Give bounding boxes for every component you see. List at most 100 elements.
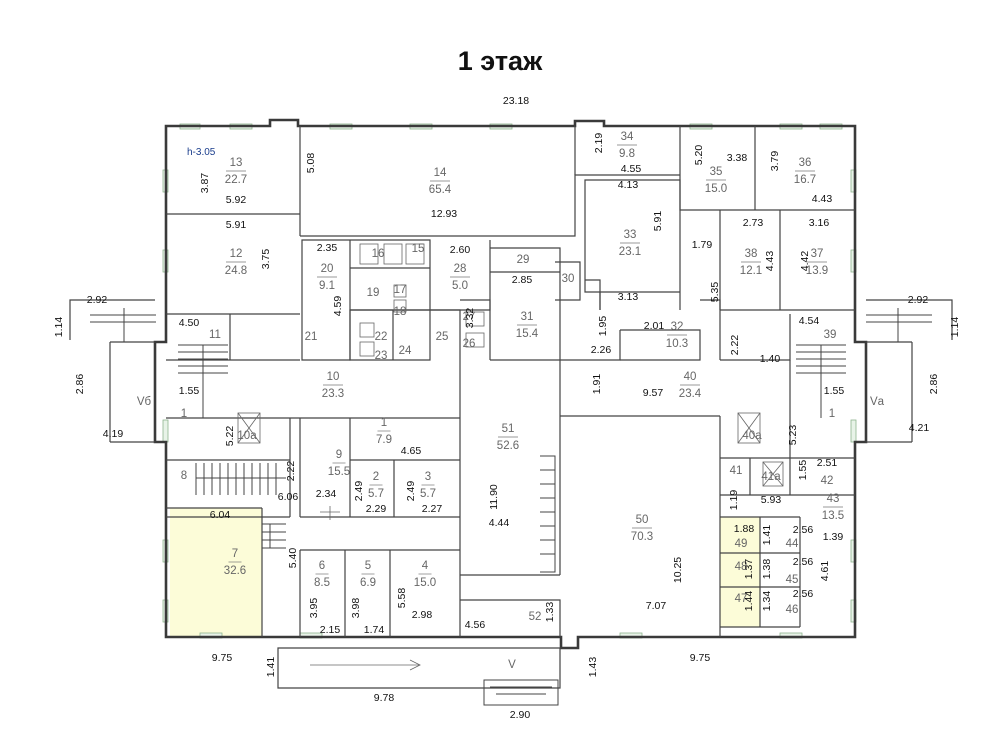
room-40-label: 40 23.4: [679, 371, 702, 400]
room-number: 1: [381, 417, 387, 429]
room-24-label: 24: [399, 345, 412, 357]
dimension-label: 2.51: [817, 457, 838, 469]
room-number: 13: [230, 157, 243, 169]
dimension-label: 12.93: [431, 208, 457, 220]
room-number: 2: [373, 471, 379, 483]
room-31-label: 31 15.4: [516, 311, 539, 340]
room-area: 15.0: [705, 183, 727, 195]
room-28-label: 285.0: [450, 263, 470, 292]
dimension-label: 2.15: [320, 624, 341, 636]
room-number: 48: [735, 561, 748, 573]
dimension-label: 2.56: [793, 556, 814, 568]
partitions: [166, 126, 855, 637]
room-area: 23.4: [679, 388, 702, 400]
dimension-label: 2.73: [743, 217, 764, 229]
dimension-label: 9.75: [690, 652, 711, 664]
room-12-label: 12 24.8: [225, 248, 247, 277]
room-area: 65.4: [429, 184, 452, 196]
room-number: 30: [562, 273, 575, 285]
room-number: 38: [745, 248, 758, 260]
dimension-label: 4.56: [465, 619, 486, 631]
dimension-label: 2.01: [644, 320, 665, 332]
dimension-label: 2.56: [793, 524, 814, 536]
room-3-label: 35.7: [420, 471, 436, 500]
dimension-label: 2.49: [353, 481, 365, 502]
room-38-label: 38 12.1: [740, 248, 762, 277]
dimension-label: 9.78: [374, 692, 395, 704]
room-area: 23.3: [322, 388, 344, 400]
room-39-label: 39: [824, 329, 837, 341]
inner-detail-lines: [237, 243, 784, 671]
dimension-label: 11.90: [488, 484, 500, 510]
room-number: 33: [624, 229, 637, 241]
dimension-label: 1.40: [760, 353, 781, 365]
room-number: 18: [394, 306, 407, 318]
room-number: 11: [209, 329, 221, 341]
dimension-label: 1.55: [824, 385, 845, 397]
room-number: 12: [230, 248, 243, 260]
dimension-label: 2.92: [87, 294, 108, 306]
room-21-label: 21: [305, 331, 318, 343]
dimension-label: 1.41: [265, 657, 277, 678]
room-number: 52: [529, 611, 542, 623]
room-area: 13.5: [822, 510, 844, 522]
dimension-label: 5.22: [224, 426, 236, 447]
room-number: 28: [454, 263, 467, 275]
dimension-label: 5.08: [305, 153, 317, 174]
dimension-label: 2.19: [593, 133, 605, 154]
room-area: 5.7: [368, 488, 384, 500]
room-number: 1: [181, 408, 187, 420]
dimension-label: 1.38: [761, 559, 773, 580]
dimension-label: 1.79: [692, 239, 713, 251]
page-title: 1 этаж: [457, 46, 543, 76]
dimension-label: 3.79: [769, 151, 781, 172]
room-1-label: 1: [181, 408, 187, 420]
dimension-label: 2.92: [908, 294, 929, 306]
room-number: 44: [786, 538, 799, 550]
room-area: 16.7: [794, 174, 816, 186]
dimension-label: 5.35: [709, 282, 721, 303]
room-9-label: 915.5: [328, 449, 350, 478]
room-area: 15.4: [516, 328, 539, 340]
room-area: 12.1: [740, 265, 762, 277]
dimension-label: 3.95: [308, 598, 320, 619]
dimension-label: 2.35: [317, 242, 338, 254]
dimension-label: 2.98: [412, 609, 433, 621]
storage-fill: [720, 517, 760, 627]
room-letter-label: 10а: [237, 430, 257, 442]
room-49-label: 49: [735, 538, 748, 550]
dimension-label: 1.55: [179, 385, 200, 397]
dimension-label: 1.44: [743, 591, 755, 612]
room-number: 31: [521, 311, 534, 323]
room-area: 70.3: [631, 531, 653, 543]
room-number: 8: [181, 470, 187, 482]
dimension-label: 2.86: [928, 374, 940, 395]
room-area: 5.0: [452, 280, 468, 292]
dimension-label: 5.91: [652, 211, 664, 232]
dimension-label: 5.93: [761, 494, 782, 506]
room-area: 52.6: [497, 440, 519, 452]
dimension-label: 1.55: [797, 460, 809, 481]
room-area: 10.3: [666, 338, 688, 350]
room-number: 40: [684, 371, 697, 383]
room-area: 5.7: [420, 488, 436, 500]
room-29-label: 29: [517, 254, 530, 266]
dimension-label: 2.85: [512, 274, 533, 286]
room-number: 9: [336, 449, 342, 461]
room-number: 5: [365, 560, 371, 572]
room-number: 4: [422, 560, 429, 572]
room-number: 29: [517, 254, 530, 266]
room-number: 24: [399, 345, 412, 357]
dimension-label: 4.65: [401, 445, 422, 457]
room-number: 23: [375, 350, 388, 362]
dimension-label: 1.37: [743, 559, 755, 580]
room-area: 24.8: [225, 265, 247, 277]
room-number: 43: [827, 493, 840, 505]
room-15-label: 15: [412, 243, 425, 255]
